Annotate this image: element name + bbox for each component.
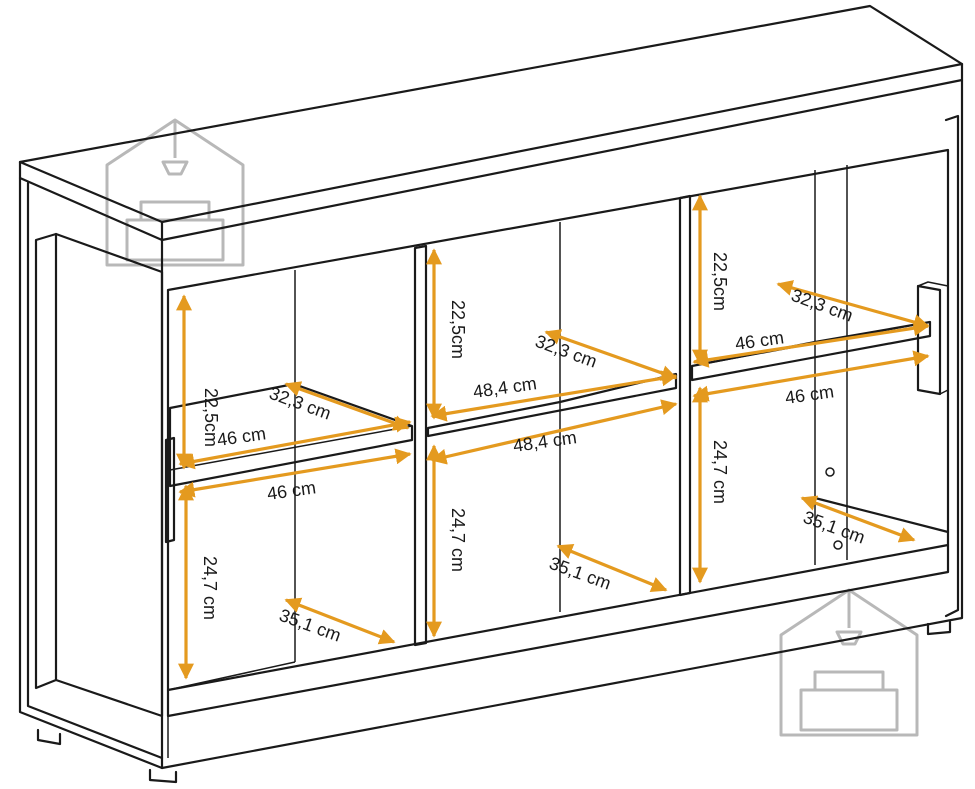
dim-arrow-left-bottom-depth <box>284 597 396 645</box>
dim-label-right-upper-height: 22,5cm <box>710 252 730 311</box>
right-door-edge <box>944 114 960 618</box>
top-panel <box>18 4 964 242</box>
dimension-labels: 22,5cm 32,3 cm 46 cm 46 cm 24,7 cm 35,1 … <box>200 252 868 646</box>
dim-label-left-upper-height: 22,5cm <box>201 388 221 447</box>
dim-label-left-lower-height: 24,7 cm <box>200 556 220 620</box>
dim-arrow-right-lower-width <box>692 350 930 402</box>
home-sofa-watermark-icon <box>105 118 245 267</box>
feet <box>36 620 952 784</box>
left-door <box>34 232 176 718</box>
dimension-arrows <box>176 194 930 680</box>
dim-label-right-lower-width: 46 cm <box>784 381 835 408</box>
dim-label-left-shelf-width: 46 cm <box>216 423 267 450</box>
dim-label-center-upper-height: 22,5cm <box>448 300 468 359</box>
dim-label-center-shelf-width: 48,4 cm <box>472 373 538 402</box>
dim-arrow-center-bottom-depth <box>556 544 668 592</box>
dim-arrow-right-shelf-width <box>692 320 930 368</box>
dim-label-center-lower-width: 48,4 cm <box>512 427 578 456</box>
dim-label-left-lower-width: 46 cm <box>266 477 317 504</box>
dim-arrow-center-shelf-depth <box>544 329 678 381</box>
dim-arrow-right-shelf-depth <box>776 280 930 330</box>
dim-label-center-lower-height: 24,7 cm <box>448 508 468 572</box>
dim-label-right-bottom-depth: 35,1 cm <box>801 507 868 548</box>
dim-label-center-bottom-depth: 35,1 cm <box>547 553 614 594</box>
dim-label-right-shelf-depth: 32,3 cm <box>789 285 856 326</box>
dim-arrow-center-lower-width <box>430 399 678 465</box>
dim-arrow-left-lower-width <box>178 448 412 498</box>
home-sofa-watermark-icon <box>779 588 919 737</box>
dim-arrow-right-bottom-depth <box>800 495 916 543</box>
dim-label-center-shelf-depth: 32,3 cm <box>533 331 600 372</box>
dim-label-right-lower-height: 24,7 cm <box>710 440 730 504</box>
